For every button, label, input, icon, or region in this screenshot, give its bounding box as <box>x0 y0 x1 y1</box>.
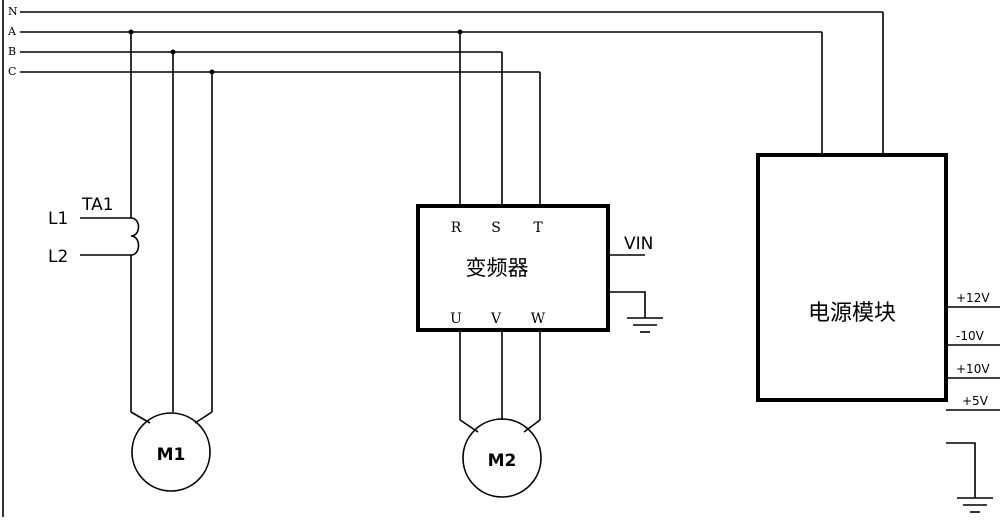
terminal-r: R <box>451 220 462 236</box>
transformer-terminal-l1: L1 <box>48 209 68 229</box>
motor-1-symbol <box>131 412 211 492</box>
inverter-input-wiring <box>459 32 541 206</box>
transformer-terminal-l2: L2 <box>48 247 68 267</box>
current-transformer: TA1 L1 L2 <box>48 195 140 267</box>
motor-2-symbol <box>462 418 542 498</box>
power-module-box <box>756 153 948 402</box>
motor-1-wiring <box>130 32 213 424</box>
power-module-title: 电源模块 <box>808 301 896 326</box>
output-label-plus5v: +5V <box>962 394 989 408</box>
transformer-label: TA1 <box>81 195 114 215</box>
terminal-w: W <box>531 311 546 327</box>
terminal-t: T <box>533 220 543 236</box>
output-label-minus10v: -10V <box>956 329 985 343</box>
bus-label-n: N <box>8 5 18 18</box>
terminal-v: V <box>490 311 502 327</box>
terminal-u: U <box>450 311 462 327</box>
inverter-ground <box>608 291 663 333</box>
output-label-plus12v: +12V <box>956 291 990 305</box>
inverter-vin: VIN <box>608 234 653 256</box>
power-module-outputs: +12V -10V +10V +5V <box>946 291 1000 411</box>
power-module-ground <box>946 442 993 513</box>
motor-2-wiring <box>459 330 541 433</box>
motor-2: M2 <box>462 418 542 498</box>
inverter: R S T 变频器 U V W <box>416 204 610 332</box>
motor-1: M1 <box>131 412 211 492</box>
transformer-coil <box>130 217 140 256</box>
inverter-box <box>416 204 610 332</box>
vin-label: VIN <box>624 234 653 254</box>
motor-1-label: M1 <box>157 445 186 465</box>
bus-lines <box>2 0 883 517</box>
bus-label-a: A <box>7 25 17 38</box>
output-label-plus10v: +10V <box>956 362 990 376</box>
power-module: 电源模块 <box>756 153 948 402</box>
inverter-title: 变频器 <box>466 256 529 280</box>
motor-2-label: M2 <box>488 451 517 471</box>
terminal-s: S <box>491 220 501 236</box>
bus-label-b: B <box>8 45 16 58</box>
bus-labels: N A B C <box>7 5 18 78</box>
power-module-feed <box>821 12 884 155</box>
bus-label-c: C <box>8 65 16 78</box>
